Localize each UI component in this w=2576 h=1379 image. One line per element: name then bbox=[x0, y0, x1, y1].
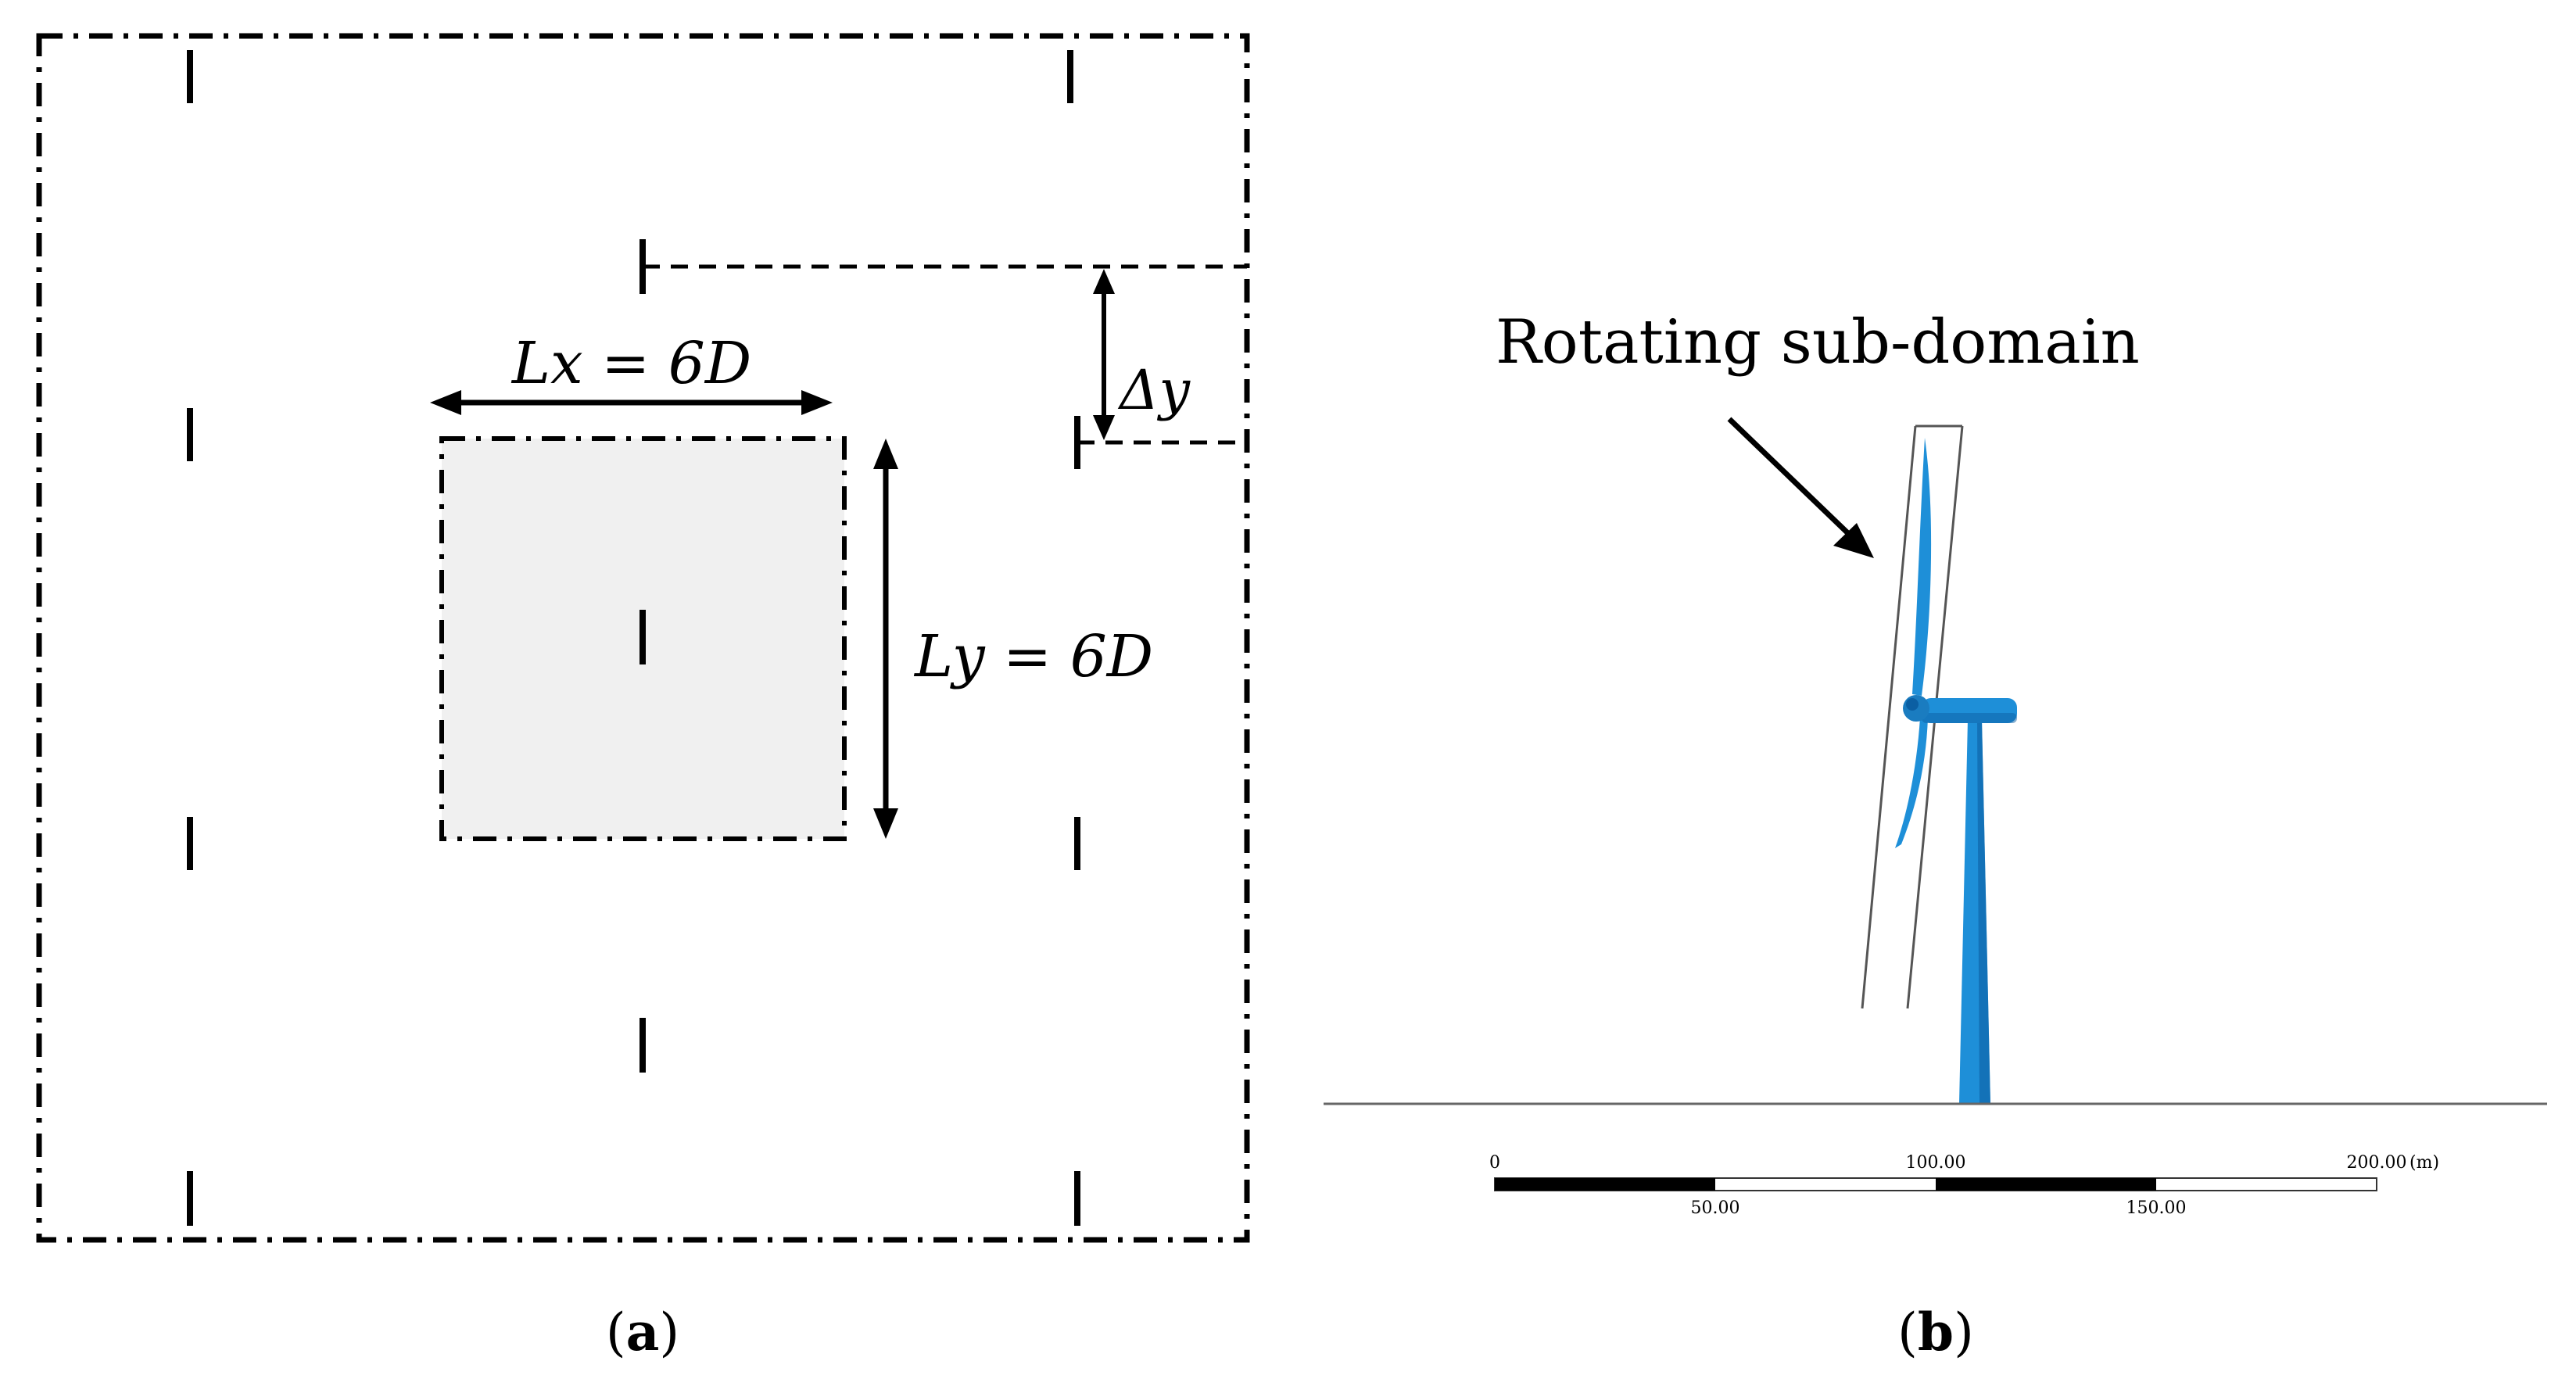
sub-domain-region bbox=[439, 436, 847, 841]
turbine-blade-lower bbox=[1895, 718, 1928, 848]
lx-label: Lx = 6D bbox=[511, 330, 751, 397]
panel-b-label: (b) bbox=[1897, 1302, 1974, 1363]
turbine-blade-upper bbox=[1912, 438, 1932, 696]
outer-domain-boundary bbox=[36, 33, 1250, 1243]
scale-bar: 0 100.00 200.00 (m) 50.00 150.00 bbox=[1489, 1153, 2439, 1218]
scale-label-100: 100.00 bbox=[1906, 1153, 1966, 1173]
panel-b: Rotating sub-domain bbox=[1324, 307, 2547, 1363]
panel-a: Δy Lx = 6D Ly = 6D (a) bbox=[36, 33, 1250, 1363]
wind-turbine bbox=[1895, 438, 2017, 1104]
scale-label-50: 50.00 bbox=[1691, 1198, 1740, 1218]
dy-label: Δy bbox=[1117, 358, 1191, 422]
scale-label-200: 200.00 bbox=[2347, 1153, 2407, 1173]
ly-label: Ly = 6D bbox=[913, 623, 1153, 690]
dy-dimension-arrow bbox=[1093, 269, 1115, 440]
scale-unit: (m) bbox=[2409, 1153, 2439, 1173]
annotation-arrow bbox=[1727, 417, 1874, 558]
panel-a-label: (a) bbox=[606, 1302, 679, 1363]
scale-label-0: 0 bbox=[1489, 1153, 1500, 1173]
scale-label-150: 150.00 bbox=[2126, 1198, 2187, 1218]
ly-dimension-arrow bbox=[873, 439, 898, 839]
lx-dimension-arrow bbox=[430, 390, 833, 415]
rotating-subdomain-label: Rotating sub-domain bbox=[1496, 307, 2140, 378]
